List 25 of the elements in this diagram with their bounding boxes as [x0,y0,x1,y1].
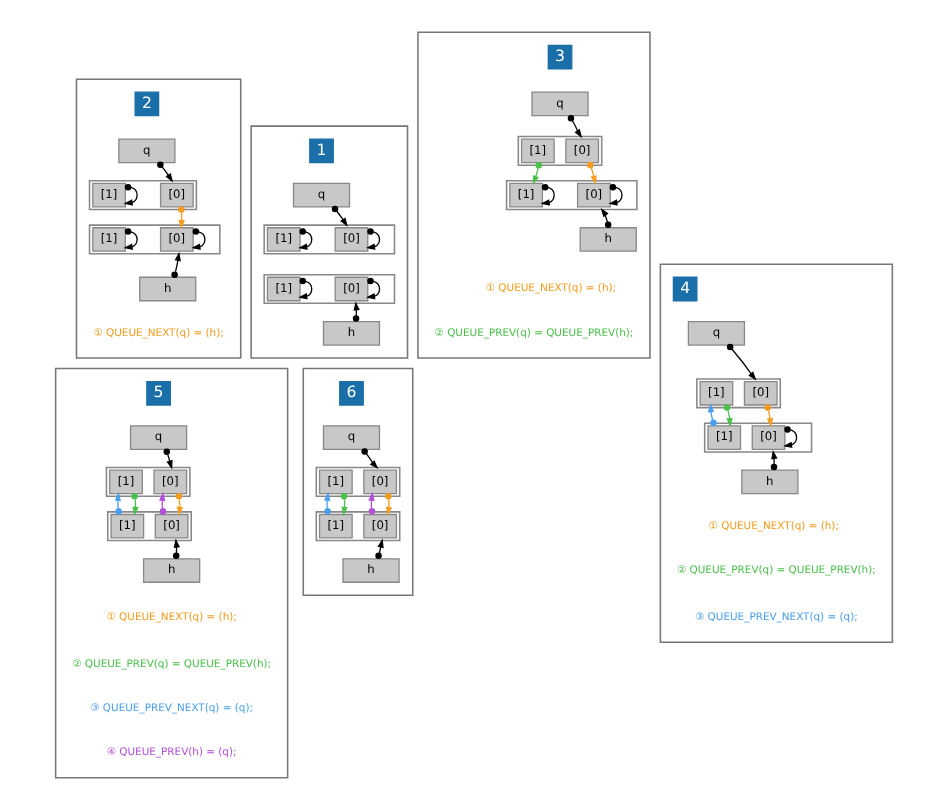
arrow [726,343,757,381]
arrow [298,277,313,300]
arrow [608,183,623,206]
arrow [783,426,798,449]
arrow [365,277,381,300]
arrow [770,449,778,471]
arrow [123,183,138,206]
cluster [75,78,242,359]
arrow [764,404,774,428]
arrow [123,228,138,250]
cluster [250,125,409,359]
cluster [417,31,651,359]
arrow [532,162,542,185]
arrow [540,183,555,206]
arrow [298,228,313,250]
arrow [114,491,122,515]
arrow [587,161,597,185]
arrow [323,491,331,515]
arrow [191,228,206,250]
arrow [385,493,393,516]
arrow [365,228,381,250]
arrow [707,403,717,427]
cluster [54,367,289,779]
cluster [302,367,414,597]
cluster [659,263,894,643]
